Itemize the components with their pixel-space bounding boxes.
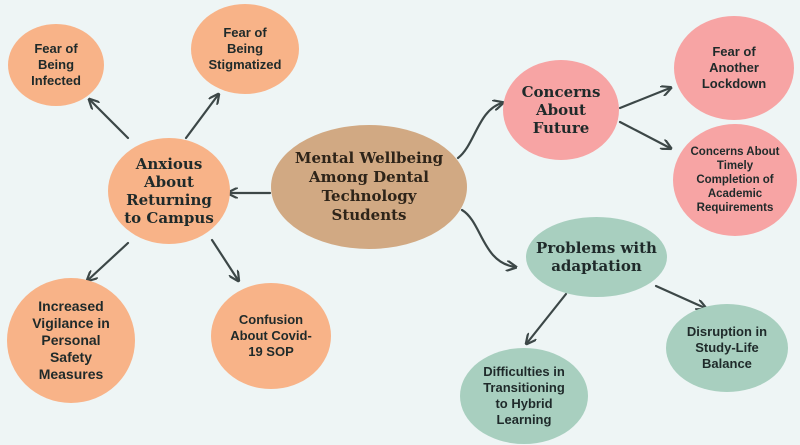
vigilance-node: Increased Vigilance in Personal Safety M…	[7, 278, 135, 403]
arrow-anxious-to-confusion	[210, 238, 238, 280]
disruption-node: Disruption in Study-Life Balance	[666, 304, 788, 392]
fear-infected-label: Fear of Being Infected	[31, 41, 81, 88]
vigilance-label: Increased Vigilance in Personal Safety M…	[32, 298, 110, 382]
difficulties-hybrid-label: Difficulties in Transitioning to Hybrid …	[483, 364, 565, 427]
arrow-adaptation-to-hybrid	[527, 292, 568, 343]
concerns-future-label: Concerns About Future	[521, 83, 601, 137]
fear-stigmatized-node: Fear of Being Stigmatized	[191, 4, 299, 94]
center-node-label: Mental Wellbeing Among Dental Technology…	[294, 149, 444, 224]
concerns-timely-label: Concerns About Timely Completion of Acad…	[690, 146, 780, 214]
confusion-label: Confusion About Covid- 19 SOP	[230, 312, 312, 359]
arrow-adaptation-to-disruption	[654, 284, 705, 308]
concerns-future-node: Concerns About Future	[503, 60, 619, 160]
arrow-center-to-adaptation	[460, 208, 515, 267]
fear-stigmatized-label: Fear of Being Stigmatized	[208, 25, 282, 72]
confusion-node: Confusion About Covid- 19 SOP	[211, 283, 331, 389]
center-node: Mental Wellbeing Among Dental Technology…	[271, 125, 467, 249]
anxious-node: Anxious About Returning to Campus	[108, 138, 230, 244]
fear-infected-node: Fear of Being Infected	[8, 24, 104, 106]
anxious-node-label: Anxious About Returning to Campus	[124, 155, 214, 227]
problems-adaptation-label: Problems with adaptation	[536, 239, 657, 275]
disruption-label: Disruption in Study-Life Balance	[686, 324, 768, 371]
arrow-center-to-future	[456, 103, 502, 160]
fear-lockdown-label: Fear of Another Lockdown	[701, 44, 767, 91]
fear-lockdown-node: Fear of Another Lockdown	[674, 16, 794, 120]
arrow-future-to-timely	[618, 120, 670, 148]
difficulties-hybrid-node: Difficulties in Transitioning to Hybrid …	[460, 348, 588, 444]
arrow-future-to-lockdown	[618, 88, 670, 110]
arrow-anxious-to-stigmatized	[184, 95, 218, 140]
problems-adaptation-node: Problems with adaptation	[526, 217, 667, 297]
arrow-anxious-to-infected	[90, 100, 130, 140]
concerns-timely-node: Concerns About Timely Completion of Acad…	[673, 124, 797, 236]
arrow-anxious-to-vigilance	[88, 241, 130, 280]
